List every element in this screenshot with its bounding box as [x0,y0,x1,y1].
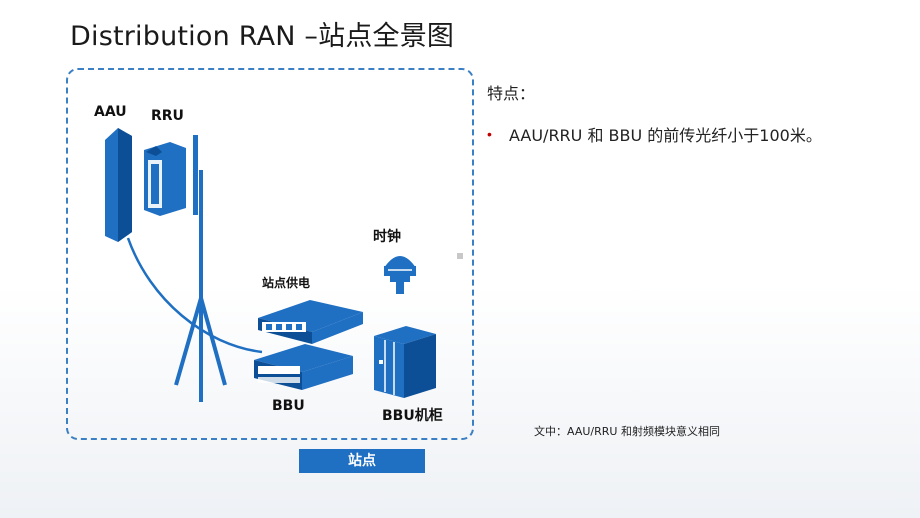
bbu-cabinet-device [374,326,436,398]
clock-gps-device [384,256,416,294]
feature-bullet-text: AAU/RRU 和 BBU 的前传光纤小于100米。 [509,126,822,145]
feature-bullet: • AAU/RRU 和 BBU 的前传光纤小于100米。 [487,122,822,146]
aau-device [105,128,132,242]
slide-title: Distribution RAN –站点全景图 [70,21,455,52]
bullet-dot-icon: • [487,126,492,142]
slide-marker [457,253,463,259]
label-bbu-cabinet: BBU机柜 [382,408,443,424]
label-clock: 时钟 [373,229,401,245]
label-aau: AAU [94,104,127,120]
footnote: 文中：AAU/RRU 和射频模块意义相同 [534,425,720,438]
site-power-device [258,300,363,344]
fronthaul-cable [126,237,263,354]
bbu-device [254,344,353,390]
label-site-power: 站点供电 [262,276,311,290]
features-heading: 特点： [487,84,536,103]
site-panorama-frame [66,68,474,440]
mast-tripod [174,135,227,402]
site-caption: 站点 [299,449,425,473]
rru-device [144,142,186,216]
label-rru: RRU [151,108,184,124]
label-bbu: BBU [272,398,305,414]
